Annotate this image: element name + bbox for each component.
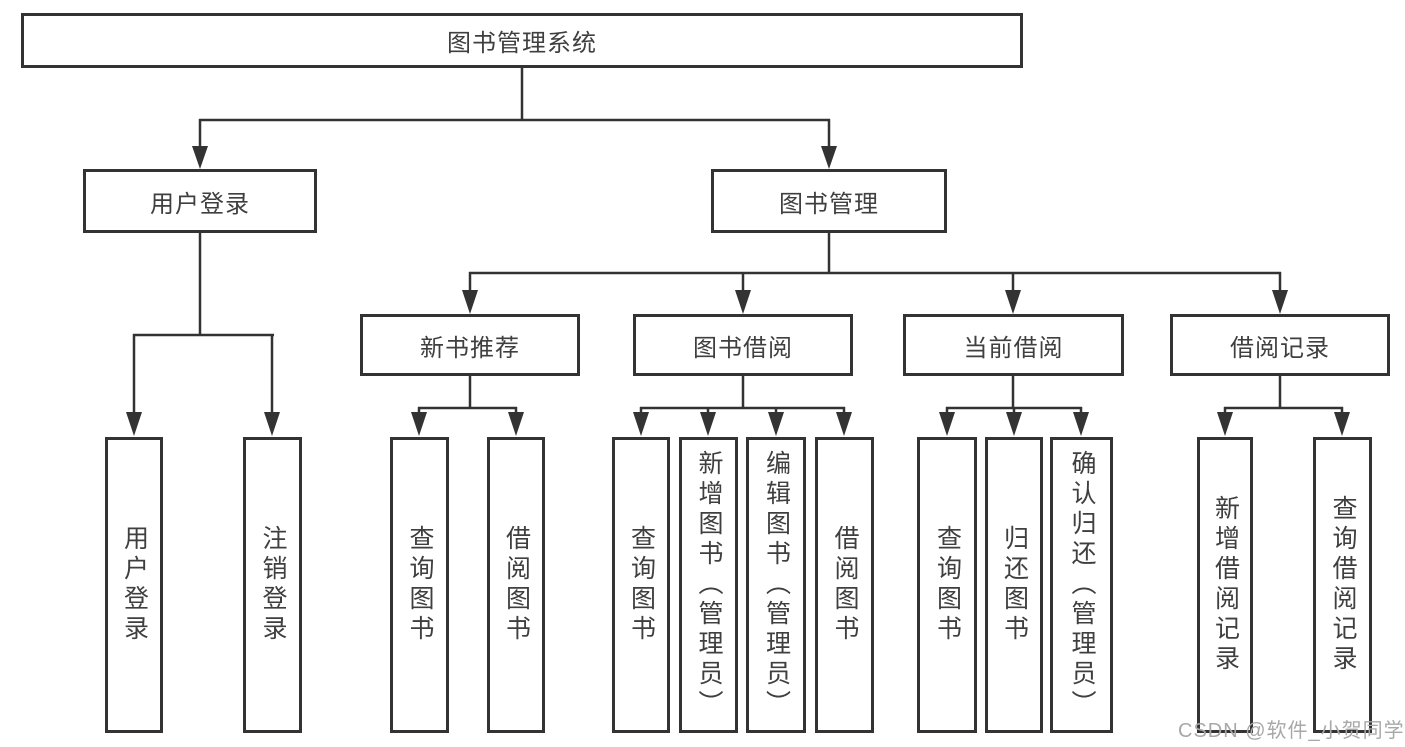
node-label: 新增图书（管理员） [695, 450, 723, 720]
node-label: 图书借阅 [693, 334, 793, 362]
leaf-cb-query-books: 查询图书 [917, 437, 977, 733]
node-label: 新增借阅记录 [1211, 495, 1240, 675]
node-new-book-recommend: 新书推荐 [360, 314, 580, 376]
node-label: 查询借阅记录 [1329, 495, 1357, 675]
leaf-br-add-record: 新增借阅记录 [1197, 437, 1253, 733]
leaf-nbr-query-books: 查询图书 [390, 437, 449, 733]
node-label: 新书推荐 [420, 334, 520, 362]
leaf-bb-borrow-books: 借阅图书 [815, 437, 874, 733]
node-label: 借阅图书 [502, 525, 531, 645]
node-current-borrowing: 当前借阅 [903, 314, 1124, 376]
node-label: 借阅记录 [1230, 334, 1330, 362]
leaf-bb-add-books-admin: 新增图书（管理员） [679, 437, 738, 733]
node-label: 用户登录 [150, 190, 250, 218]
leaf-nbr-borrow-books: 借阅图书 [487, 437, 545, 733]
node-book-borrowing: 图书借阅 [633, 314, 853, 376]
node-label: 编辑图书（管理员） [762, 450, 791, 720]
leaf-user-login: 用户登录 [105, 437, 163, 733]
node-label: 图书管理 [779, 190, 879, 218]
node-label: 确认归还（管理员） [1068, 450, 1096, 720]
node-label: 查询图书 [406, 525, 434, 645]
node-user-login: 用户登录 [83, 169, 317, 233]
node-label: 借阅图书 [831, 525, 859, 645]
node-label: 查询图书 [627, 525, 656, 645]
leaf-cb-confirm-return-admin: 确认归还（管理员） [1050, 437, 1113, 733]
leaf-cb-return-books: 归还图书 [985, 437, 1043, 733]
node-label: 当前借阅 [963, 334, 1064, 362]
node-label: 用户登录 [120, 525, 149, 645]
node-label: 归还图书 [1000, 525, 1029, 645]
node-root: 图书管理系统 [21, 13, 1023, 68]
node-borrowing-records: 借阅记录 [1170, 314, 1390, 376]
node-label: 查询图书 [933, 525, 962, 645]
leaf-bb-edit-books-admin: 编辑图书（管理员） [746, 437, 806, 733]
node-label: 注销登录 [259, 525, 287, 645]
csdn-watermark: CSDN @软件_小贺同学 [1178, 720, 1405, 742]
node-book-management: 图书管理 [711, 169, 947, 233]
leaf-bb-query-books: 查询图书 [612, 437, 670, 733]
leaf-logout: 注销登录 [243, 437, 302, 733]
leaf-br-query-record: 查询借阅记录 [1313, 437, 1372, 733]
node-label: 图书管理系统 [447, 30, 597, 57]
